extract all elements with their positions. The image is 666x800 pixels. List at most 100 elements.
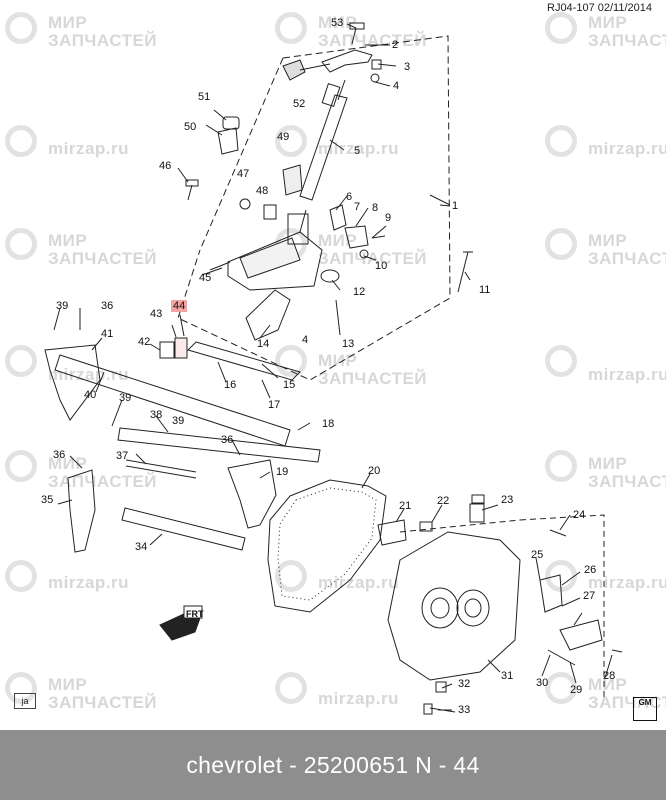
watermark-logo-icon [5,560,37,592]
callout-4: 4 [393,80,400,92]
callout-11: 11 [479,284,491,296]
watermark-logo-icon [545,12,577,44]
callout-12: 12 [353,286,366,298]
gasket [267,479,387,613]
watermark-logo-icon [275,125,307,157]
watermark-logo-icon [5,345,37,377]
callout-1: 1 [452,200,459,212]
callout-41: 41 [101,328,114,340]
callout-42: 42 [138,336,151,348]
part-caption: chevrolet - 25200651 N - 44 [186,752,480,778]
watermark-logo-icon [545,450,577,482]
watermark-text: mirzap.ru [48,139,130,158]
watermark-logo-icon [545,345,577,377]
callout-36b: 36 [221,434,234,446]
footer-bar: chevrolet - 25200651 N - 44 [0,730,666,800]
watermark-text: mirzap.ru [318,573,400,592]
callout-35: 35 [41,494,54,506]
control-rod [299,94,348,201]
ja-label: ja [14,693,36,709]
callout-39: 39 [56,300,69,312]
callout-49: 49 [277,131,290,143]
callout-32: 32 [458,678,471,690]
callout-50: 50 [184,121,197,133]
callout-36: 36 [101,300,114,312]
watermark-logo-icon [5,125,37,157]
exploded-view-drawing [44,22,623,715]
watermark-text: mirzap.ru [588,573,666,592]
callout-46: 46 [159,160,172,172]
callout-19: 19 [276,466,289,478]
transmission-case [387,531,521,681]
callout-44-highlighted[interactable]: 44 [171,300,188,312]
callout-39c: 39 [172,415,185,427]
callout-9: 9 [385,212,392,224]
front-label: FRT [186,609,204,619]
watermark-logo-icon [275,12,307,44]
callout-2: 2 [392,39,399,51]
callout-27: 27 [583,590,596,602]
callout-13: 13 [342,338,355,350]
watermark-logo-icon [5,672,37,704]
callout-52: 52 [293,98,306,110]
watermark-text: mirzap.ru [588,139,666,158]
callout-18: 18 [322,418,335,430]
callout-38: 38 [150,409,163,421]
watermark-logo-icon [275,345,307,377]
watermark-text: mirzap.ru [318,689,400,708]
callout-40: 40 [84,389,97,401]
shift-fork [245,289,291,341]
callout-43: 43 [150,308,163,320]
front-arrow-icon [159,611,201,641]
watermark-logo-icon [5,450,37,482]
assembly-outline [177,35,451,381]
watermark-text: mirzap.ru [48,573,130,592]
callout-24: 24 [573,509,586,521]
drawing-reference: RJ04-107 02/11/2014 [547,2,652,14]
callout-15: 15 [283,379,296,391]
watermark-text: mirzap.ru [588,365,666,384]
watermark-logo-icon [5,228,37,260]
callout-47: 47 [237,168,250,180]
callout-5: 5 [354,145,361,157]
callout-8: 8 [372,202,379,214]
callout-48: 48 [256,185,269,197]
watermark-text: mirzap.ru [318,139,400,158]
callout-25: 25 [531,549,544,561]
callout-36c: 36 [53,449,66,461]
callout-51: 51 [198,91,211,103]
watermark-logo-icon [545,228,577,260]
shift-lever [321,49,373,73]
callout-39b: 39 [119,392,132,404]
callout-22: 22 [437,495,450,507]
callout-14: 14 [257,338,270,350]
callout-10: 10 [375,260,388,272]
callout-17: 17 [268,399,281,411]
watermark-logo-icon [275,672,307,704]
callout-7: 7 [354,201,361,213]
gm-logo-icon: GM [633,697,657,721]
callout-3: 3 [404,61,411,73]
callout-30: 30 [536,677,549,689]
watermark-logo-icon [545,125,577,157]
callout-29: 29 [570,684,583,696]
watermark-logo-icon [545,672,577,704]
watermark-logo-icon [5,12,37,44]
callout-20: 20 [368,465,381,477]
callout-53: 53 [331,17,344,29]
watermark-logo-icon [275,560,307,592]
callout-21: 21 [399,500,412,512]
callout-33: 33 [458,704,471,716]
callout-4b: 4 [302,334,309,346]
